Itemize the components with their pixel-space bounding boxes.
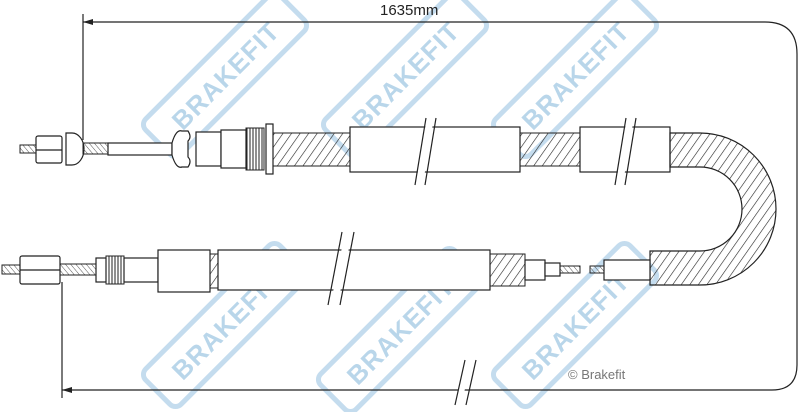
- watermark-logo-text: BRAKEFIT: [516, 16, 636, 136]
- watermark-logo-text: BRAKEFIT: [346, 16, 466, 136]
- watermark-logos: BRAKEFIT BRAKEFIT BRAKEFIT BRAKEFIT BRAK…: [140, 0, 660, 412]
- lower-cable-assembly: [1, 231, 651, 306]
- copyright-label: © Brakefit: [568, 367, 626, 382]
- dimension-lines: [61, 14, 798, 406]
- watermark-logo-text: BRAKEFIT: [166, 16, 286, 136]
- upper-cable-assembly: [19, 117, 777, 286]
- dimension-length-label: 1635mm: [380, 2, 439, 19]
